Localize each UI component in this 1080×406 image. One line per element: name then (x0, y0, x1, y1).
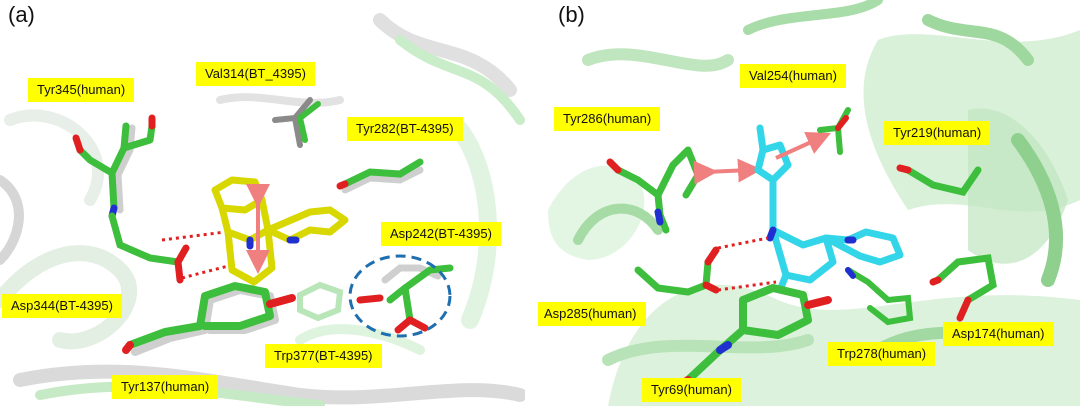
ligand-cyan (754, 124, 904, 294)
label-trp278: Trp278(human) (828, 342, 936, 366)
protein-ribbons-a (0, 13, 525, 406)
panel-a: (a) Tyr345(human) Val314(BT_4395) Tyr282… (0, 0, 525, 406)
label-tyr345: Tyr345(human) (28, 78, 135, 102)
residue-val314-a (272, 97, 321, 148)
label-val254: Val254(human) (740, 64, 846, 88)
panel-b: (b) Val254(human) Tyr286(human) Tyr219(h… (538, 0, 1080, 406)
residue-tyr137-a (122, 282, 296, 356)
residue-trp278-b (845, 267, 914, 326)
hbonds-b (717, 236, 777, 292)
residue-tyr345-a (72, 114, 156, 220)
label-tyr69: Tyr69(human) (642, 378, 741, 402)
residue-asp242-a (356, 264, 454, 334)
label-trp377: Trp377(BT-4395) (265, 344, 382, 368)
residue-asp174-b (929, 254, 997, 322)
panel-letter-a: (a) (8, 2, 35, 27)
residue-val254-b (817, 107, 851, 155)
panel-letter-b: (b) (558, 2, 585, 27)
label-tyr137: Tyr137(human) (112, 375, 219, 399)
residue-asp344-a (108, 212, 190, 284)
label-tyr286: Tyr286(human) (554, 107, 661, 131)
label-asp174: Asp174(human) (943, 322, 1054, 346)
residue-asp285-b (634, 246, 720, 296)
residue-tyr282-a (336, 158, 424, 194)
hbonds-a (161, 230, 229, 280)
residue-tyr219-b (896, 164, 982, 196)
highlight-circle-a (348, 254, 452, 338)
label-tyr282: Tyr282(BT-4395) (347, 117, 463, 141)
label-asp242: Asp242(BT-4395) (381, 222, 501, 246)
label-val314: Val314(BT_4395) (196, 62, 315, 86)
residue-trp377-a (297, 281, 344, 322)
structure-render-a (0, 13, 525, 406)
ligand-yellow (211, 176, 349, 286)
label-tyr219: Tyr219(human) (884, 121, 991, 145)
label-asp344: Asp344(BT-4395) (2, 294, 122, 318)
label-asp285: Asp285(human) (538, 302, 646, 326)
